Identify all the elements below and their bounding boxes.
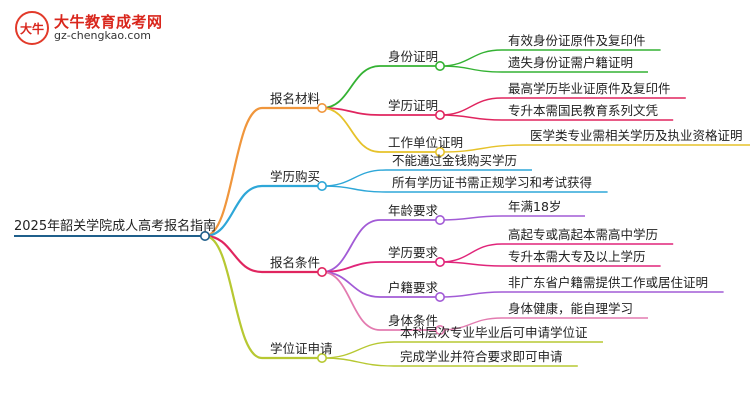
sub-branch-label: 学历证明 <box>388 98 439 113</box>
sub-branch-connector <box>321 107 381 153</box>
branch-connector <box>204 234 263 274</box>
sub-branch-label: 身体条件 <box>388 313 439 328</box>
leaf-connector <box>439 114 503 121</box>
leaf-label: 本科层次专业毕业后可申请学位证 <box>400 325 588 340</box>
leaf-label: 最高学历毕业证原件及复印件 <box>508 81 671 96</box>
branch-node <box>316 103 327 114</box>
branch-label: 报名材料 <box>270 91 321 106</box>
sub-branch-node <box>434 110 445 121</box>
leaf-connector <box>321 169 387 187</box>
branch-connector <box>204 234 263 360</box>
leaf-label: 身体健康，能自理学习 <box>508 301 634 316</box>
leaf-label: 年满18岁 <box>508 199 562 214</box>
leaf-label: 不能通过金钱购买学历 <box>392 153 518 168</box>
leaf-connector <box>439 65 503 73</box>
leaf-connector <box>439 291 503 298</box>
sub-branch-connector <box>321 271 381 298</box>
branch-label: 报名条件 <box>270 255 321 270</box>
sub-branch-connector <box>321 219 381 273</box>
leaf-connector <box>321 357 395 367</box>
leaf-label: 有效身份证原件及复印件 <box>508 33 646 48</box>
leaf-connector <box>321 185 387 193</box>
branch-connector <box>204 184 263 238</box>
branch-label: 学历购买 <box>270 169 321 184</box>
branch-node <box>316 266 327 277</box>
root-title: 2025年韶关学院成人高考报名指南 <box>14 219 217 234</box>
leaf-label: 医学类专业需相关学历及执业资格证明 <box>530 128 743 143</box>
leaf-connector <box>439 97 503 116</box>
logo-url: gz-chengkao.com <box>54 29 151 43</box>
branch-node <box>316 352 327 363</box>
sub-branch-label: 户籍要求 <box>388 280 439 295</box>
leaf-connector <box>439 215 503 221</box>
sub-branch-label: 年龄要求 <box>388 203 439 218</box>
leaf-label: 完成学业并符合要求即可申请 <box>400 349 563 364</box>
leaf-label: 高起专或高起本需高中学历 <box>508 227 659 242</box>
leaf-connector <box>439 49 503 67</box>
leaf-label: 专升本需大专及以上学历 <box>508 249 646 264</box>
sub-branch-node <box>434 256 445 267</box>
logo-mark-icon: 大牛 <box>15 11 49 45</box>
leaf-label: 专升本需国民教育系列文凭 <box>508 103 659 118</box>
leaf-connector <box>439 144 525 153</box>
leaf-connector <box>439 261 503 267</box>
leaf-label: 所有学历证书需正规学习和考试获得 <box>392 175 593 190</box>
branch-node <box>316 181 327 192</box>
leaf-label: 非广东省户籍需提供工作或居住证明 <box>508 275 709 290</box>
site-logo: 大牛 大牛教育成考网 gz-chengkao.com <box>14 10 163 46</box>
leaf-connector <box>321 341 395 359</box>
sub-branch-node <box>434 60 445 71</box>
leaf-connector <box>439 243 503 263</box>
sub-branch-label: 身份证明 <box>388 49 439 64</box>
sub-branch-connector <box>321 65 381 109</box>
svg-text:大牛: 大牛 <box>20 21 44 36</box>
sub-branch-label: 工作单位证明 <box>388 135 464 150</box>
branch-label: 学位证申请 <box>270 341 333 356</box>
root-node <box>200 231 211 242</box>
sub-branch-node <box>434 324 445 335</box>
leaf-label: 遗失身份证需户籍证明 <box>508 55 634 70</box>
sub-branch-node <box>434 215 445 226</box>
sub-branch-label: 学历要求 <box>388 245 439 260</box>
sub-branch-node <box>434 147 445 158</box>
sub-branch-node <box>434 291 445 302</box>
sub-branch-connector <box>321 271 381 331</box>
logo-title: 大牛教育成考网 <box>54 12 163 31</box>
branch-connector <box>204 106 263 238</box>
leaf-connector <box>439 317 503 331</box>
